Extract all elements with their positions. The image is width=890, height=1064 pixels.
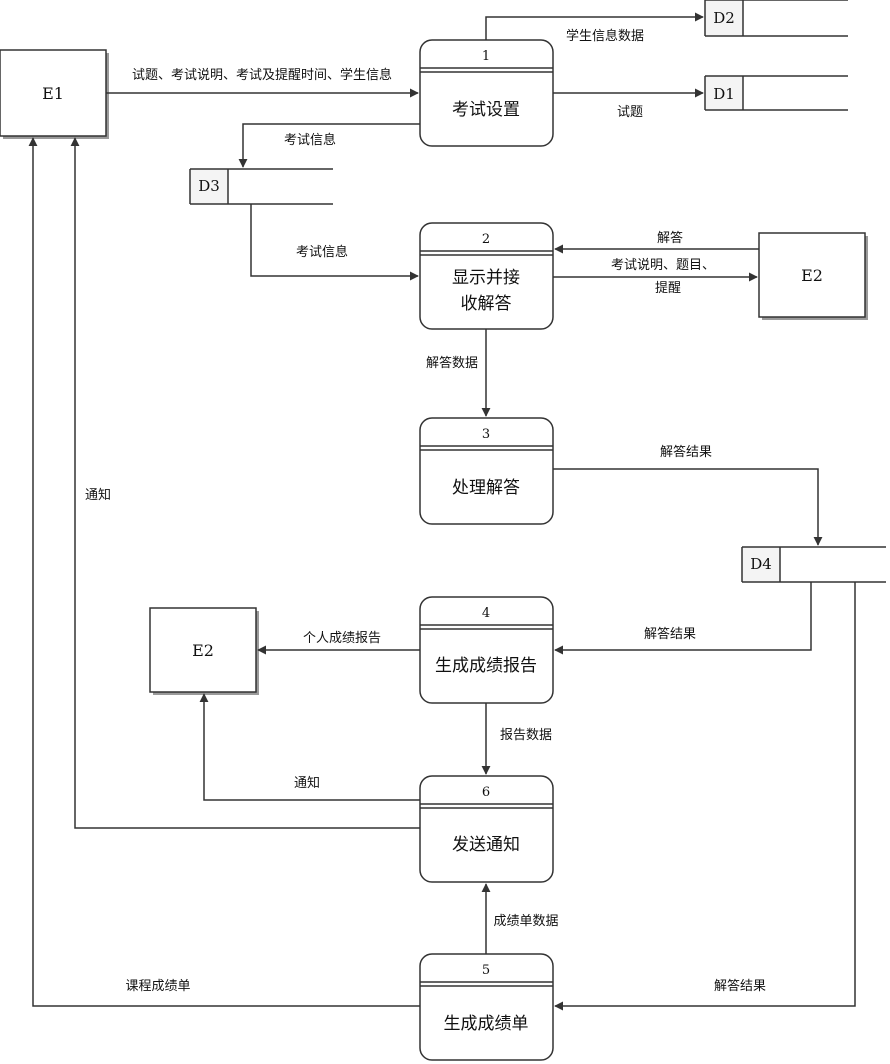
flow-p4-to-p6: 报告数据: [481, 703, 552, 775]
flow-d4-to-p5: 解答结果: [554, 582, 856, 1011]
process-5-name: 生成成绩单: [444, 1014, 529, 1034]
process-5-number: 5: [482, 963, 490, 978]
store-d4: D4: [741, 546, 886, 583]
process-1: 1 考试设置: [419, 39, 554, 147]
flow-p2-to-e2: 考试说明、题目、 提醒: [553, 258, 758, 296]
flow-p6-to-e1-label: 通知: [85, 487, 111, 503]
process-3-number: 3: [482, 427, 490, 442]
flow-p2-to-e2-label-line-2: 提醒: [655, 280, 681, 296]
flow-p4-to-e2-label: 个人成绩报告: [303, 631, 381, 646]
flow-p5-to-e1-label: 课程成绩单: [125, 979, 190, 994]
entity-e2-top-label: E2: [801, 266, 823, 285]
flow-e2-to-p2: 解答: [554, 230, 759, 254]
process-6: 6 发送通知: [419, 775, 554, 883]
flow-p2-to-e2-label-line-1: 考试说明、题目、: [611, 258, 715, 273]
store-d1: D1: [704, 75, 848, 111]
store-d1-id: D1: [713, 85, 735, 103]
process-5: 5 生成成绩单: [419, 953, 554, 1061]
flow-p5-to-e1: 课程成绩单: [28, 137, 420, 1007]
process-1-number: 1: [482, 49, 490, 64]
flow-p6-to-e2-label: 通知: [294, 775, 320, 791]
process-3: 3 处理解答: [419, 417, 554, 525]
flow-d4-to-p5-label: 解答结果: [714, 978, 766, 994]
flow-p3-to-d4: 解答结果: [553, 444, 823, 546]
flow-p2-to-p3: 解答数据: [426, 329, 491, 417]
flow-p1-to-d2-label: 学生信息数据: [566, 28, 644, 44]
flow-e2-to-p2-label: 解答: [657, 230, 683, 246]
entity-e1: E1: [0, 49, 109, 139]
flow-d3-to-p2: 考试信息: [250, 204, 419, 281]
flow-p4-to-e2: 个人成绩报告: [257, 631, 420, 655]
process-4-name: 生成成绩报告: [435, 656, 537, 676]
entity-e2-top: E2: [758, 232, 868, 320]
flow-p1-to-d3-label: 考试信息: [284, 132, 336, 148]
flow-p4-to-p6-label: 报告数据: [500, 728, 552, 743]
flow-p5-to-p6: 成绩单数据: [481, 883, 559, 954]
store-d3-id: D3: [198, 177, 220, 195]
process-2-name-line-2: 收解答: [461, 294, 512, 314]
store-d2: D2: [704, 0, 848, 37]
process-4-number: 4: [482, 606, 490, 621]
entity-e2-bottom: E2: [149, 607, 259, 695]
flow-d3-to-p2-label: 考试信息: [296, 244, 348, 260]
process-2-number: 2: [482, 232, 490, 247]
flow-e1-to-p1-label: 试题、考试说明、考试及提醒时间、学生信息: [132, 67, 392, 83]
flow-p6-to-e2: 通知: [199, 693, 420, 801]
flow-p6-to-e1: 通知: [70, 137, 420, 829]
flow-d4-to-p4: 解答结果: [554, 582, 812, 655]
flow-p1-to-d1-label: 试题: [617, 105, 643, 120]
flow-e1-to-p1: 试题、考试说明、考试及提醒时间、学生信息: [106, 67, 419, 98]
flow-p3-to-d4-label: 解答结果: [660, 444, 712, 460]
process-6-number: 6: [482, 785, 490, 800]
store-d3: D3: [189, 168, 333, 205]
entity-e1-label: E1: [42, 84, 64, 103]
flow-p1-to-d3: 考试信息: [238, 123, 420, 168]
process-2-name-line-1: 显示并接: [452, 268, 520, 288]
store-d2-id: D2: [713, 9, 735, 27]
store-d4-id: D4: [750, 555, 772, 573]
flow-p2-to-p3-label: 解答数据: [426, 355, 478, 371]
process-3-name: 处理解答: [452, 478, 520, 498]
flow-d4-to-p4-label: 解答结果: [644, 626, 696, 642]
flow-p1-to-d1: 试题: [553, 88, 704, 120]
process-6-name: 发送通知: [452, 835, 520, 855]
entity-e2-bottom-label: E2: [192, 641, 214, 660]
flow-p5-to-p6-label: 成绩单数据: [493, 914, 558, 929]
process-1-name: 考试设置: [452, 100, 520, 120]
flow-p1-to-d2: 学生信息数据: [485, 12, 704, 44]
process-2: 2 显示并接 收解答: [419, 222, 554, 330]
process-4: 4 生成成绩报告: [419, 596, 554, 704]
